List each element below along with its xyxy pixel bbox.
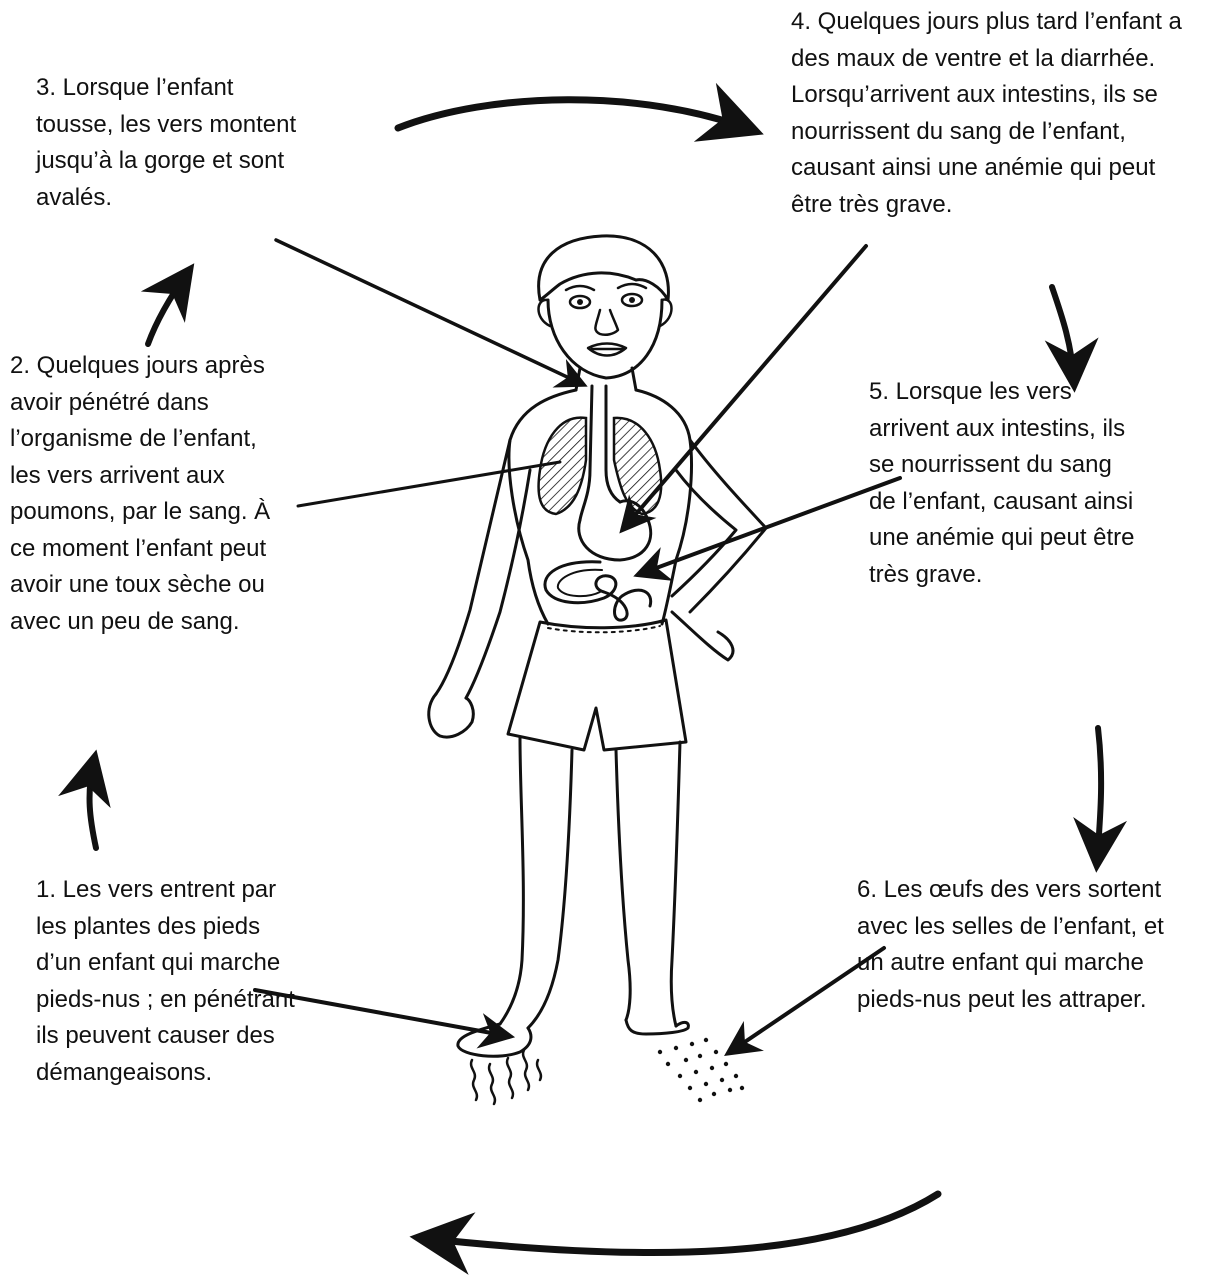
pointer-step-2 bbox=[298, 462, 560, 506]
mouth bbox=[588, 344, 626, 356]
step-5-label: 5. Lorsque les vers arrivent aux intesti… bbox=[869, 374, 1189, 593]
cycle-arrow-2-to-3 bbox=[148, 272, 188, 344]
step-2-label: 2. Quelques jours après avoir pénétré da… bbox=[10, 348, 310, 640]
larvae bbox=[471, 1050, 541, 1104]
child-figure bbox=[429, 236, 766, 1104]
head bbox=[548, 300, 662, 378]
hand-left bbox=[429, 694, 474, 737]
nose bbox=[595, 310, 618, 335]
pupil-right bbox=[629, 297, 635, 303]
worm-eggs bbox=[658, 1038, 744, 1102]
pointer-step-5 bbox=[640, 478, 900, 574]
pointer-step-3 bbox=[276, 240, 582, 384]
hair bbox=[539, 236, 669, 300]
cycle-arrow-3-to-4 bbox=[398, 100, 752, 130]
leg-right bbox=[616, 742, 680, 1026]
step-4-label: 4. Quelques jours plus tard l’enfant a d… bbox=[791, 4, 1231, 223]
cycle-arrow-1-to-2 bbox=[90, 760, 96, 848]
cycle-arrow-6-to-1 bbox=[422, 1194, 938, 1253]
step-3-label: 3. Lorsque l’enfant tousse, les vers mon… bbox=[36, 70, 336, 216]
hand-right bbox=[672, 612, 733, 660]
cycle-arrow-5-to-6 bbox=[1097, 728, 1101, 862]
leg-left bbox=[500, 738, 572, 1028]
foot-right bbox=[626, 1020, 688, 1034]
step-6-label: 6. Les œufs des vers sortent avec les se… bbox=[857, 872, 1217, 1018]
pupil-left bbox=[577, 299, 583, 305]
arm-left bbox=[436, 440, 530, 698]
shorts bbox=[508, 620, 686, 750]
step-1-label: 1. Les vers entrent par les plantes des … bbox=[36, 872, 336, 1091]
cycle-arrow-4-to-5 bbox=[1052, 287, 1074, 382]
lung-right bbox=[614, 418, 661, 514]
eyebrows bbox=[566, 284, 646, 290]
pointer-lines bbox=[255, 240, 900, 1052]
